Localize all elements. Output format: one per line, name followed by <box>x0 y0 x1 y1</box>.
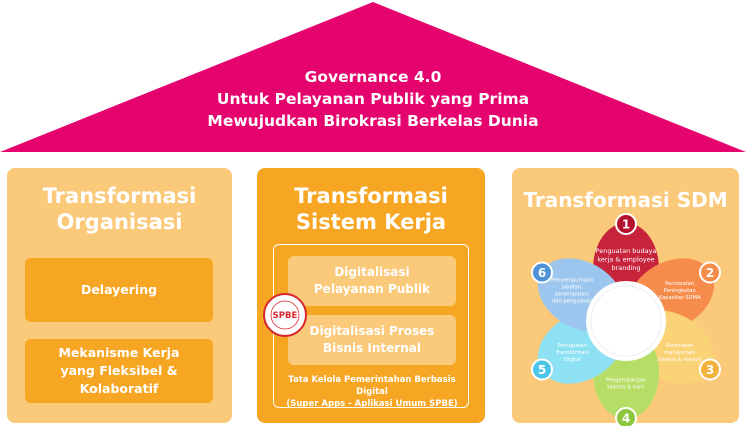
tata-kelola-line-2: (Super Apps - Aplikasi Umum SPBE) <box>286 399 458 409</box>
petal-2-text: Kapasitas SDMA <box>659 295 701 301</box>
number-badge-label: 1 <box>622 218 630 232</box>
digitalisasi-pelayanan-line-2: Pelayanan Publik <box>313 282 431 296</box>
number-badge-1 <box>615 213 637 235</box>
roof-triangle <box>0 2 746 152</box>
petal-5-text: Percepatan <box>558 343 587 349</box>
petal-6-text: penempatan, <box>555 291 590 297</box>
pillar-title-line-1: Transformasi <box>294 184 448 208</box>
tata-kelola-note: Tata Kelola Pemerintahan Berbasis Digita… <box>277 374 467 410</box>
number-badge-4 <box>615 407 637 426</box>
number-badge-label: 6 <box>538 266 546 280</box>
tata-kelola-line-1: Tata Kelola Pemerintahan Berbasis Digita… <box>288 375 456 397</box>
spbe-logo: SPBE <box>263 293 307 337</box>
svg-text:SPBE: SPBE <box>273 311 298 321</box>
number-badge-label: 2 <box>706 266 714 280</box>
petal-3-text: Penerapan <box>666 343 694 349</box>
petal-1-text: kerja & employee <box>597 255 654 263</box>
petal-2-text: Percepatan <box>665 281 694 287</box>
petal-3-text: kinerja & reward <box>658 357 701 363</box>
digitalisasi-pelayanan-box: Digitalisasi Pelayanan Publik <box>288 256 456 306</box>
digitalisasi-proses-line-1: Digitalisasi Proses <box>309 324 435 338</box>
digitalisasi-pelayanan-line-1: Digitalisasi <box>334 265 410 279</box>
pillar-title-line-1: Transformasi <box>42 184 197 208</box>
number-badge-label: 3 <box>706 363 714 377</box>
petal-5-text: Digital <box>564 357 581 363</box>
pillar-transformasi-organisasi: Transformasi Organisasi Delayering Mekan… <box>7 168 232 423</box>
petal-4-text: talenta & karir <box>607 384 645 390</box>
roof <box>0 2 746 152</box>
petal-4-text: Pengembangan <box>606 377 646 383</box>
number-badge-3 <box>699 358 722 381</box>
mekanisme-line-1: Mekanisme Kerja <box>58 345 180 360</box>
pillar-transformasi-sistem-kerja: Transformasi Sistem Kerja Digitalisasi P… <box>257 168 485 423</box>
petal-6-text: Penyempurnaan <box>551 277 593 283</box>
number-badge-label: 5 <box>538 363 546 377</box>
petal-1-text: branding <box>611 264 640 272</box>
pillar-title-line-2: Organisasi <box>56 210 183 234</box>
mekanisme-kerja-box: Mekanisme Kerja yang Fleksibel & Kolabor… <box>25 339 213 403</box>
number-badge-2 <box>699 261 722 284</box>
petal-5-text: Transformasi <box>555 350 589 356</box>
petal-6-text: dan pengadaan <box>552 298 593 304</box>
flower-center <box>590 285 662 357</box>
roof-title-line-3: Mewujudkan Birokrasi Berkelas Dunia <box>207 112 539 130</box>
number-badge-6 <box>530 261 553 284</box>
number-badge-5 <box>530 358 553 381</box>
petal-2-text: Peningkatan <box>664 288 696 294</box>
mekanisme-line-3: Kolaboratif <box>79 381 159 396</box>
roof-title-line-1: Governance 4.0 <box>304 68 442 86</box>
petal-6-text: jabatan, <box>561 284 584 290</box>
petal-3-text: manajemen <box>664 350 695 356</box>
pillar-title-line-2: Sistem Kerja <box>295 210 447 234</box>
delayering-box: Delayering <box>25 258 213 322</box>
roof-title-line-2: Untuk Pelayanan Publik yang Prima <box>216 90 530 108</box>
mekanisme-line-2: yang Fleksibel & <box>60 363 178 378</box>
petal-1-text: Penguatan budaya <box>596 247 657 255</box>
number-badge-label: 4 <box>622 412 630 426</box>
digitalisasi-proses-box: Digitalisasi Proses Bisnis Internal <box>288 315 456 365</box>
delayering-label: Delayering <box>80 282 158 297</box>
digitalisasi-proses-line-2: Bisnis Internal <box>323 341 421 355</box>
pillar-title: Transformasi SDM <box>523 188 728 212</box>
